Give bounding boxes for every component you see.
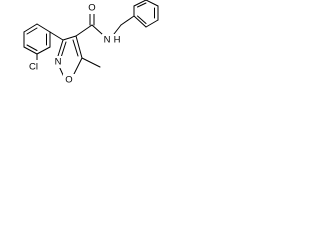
chemical-structure-diagram: Cl O N H N O	[23, 0, 159, 86]
bond-isoxazole-n2-c3	[57, 39, 64, 57]
bond-chlorophenyl-4	[36, 46, 51, 55]
bond-nitrogen-ch2	[113, 24, 122, 35]
chlorine-label: Cl	[29, 62, 38, 73]
amide-oxygen-label: O	[88, 3, 95, 14]
atom-label-layer: Cl O N H N O	[24, 2, 122, 86]
bond-layer	[23, 0, 159, 78]
amide-nitrogen-label: N	[104, 35, 111, 46]
bond-phenyl-6	[133, 15, 147, 28]
amide-nitrogen-label-background	[102, 34, 112, 46]
ring-oxygen-label-background	[63, 74, 75, 86]
bond-isoxazole-c4-c5-inner	[72, 39, 79, 57]
bond-chlorophenyl-inner-1	[26, 27, 38, 35]
bond-phenyl-2	[133, 0, 147, 7]
bond-chlorophenyl-2	[36, 23, 51, 33]
bond-isoxazole-c3-c4	[62, 35, 77, 41]
bond-c4-carbonyl	[75, 24, 93, 37]
bond-phenyl-inner-1	[137, 2, 147, 8]
ring-oxygen-label: O	[65, 75, 72, 86]
ring-nitrogen-label: N	[55, 57, 62, 68]
bond-chlorophenyl-inner-3	[26, 44, 38, 51]
bond-aryl-isoxazole	[49, 31, 64, 41]
bond-methyl	[81, 57, 101, 68]
ring-nitrogen-label-background	[53, 56, 63, 68]
amide-hydrogen-label: H	[114, 35, 121, 46]
bond-phenyl-5	[145, 19, 159, 28]
bond-isoxazole-c5-o1	[73, 57, 83, 75]
amide-oxygen-label-background	[86, 2, 98, 14]
chlorine-label-background	[24, 60, 43, 72]
bond-phenyl-inner-3	[137, 15, 147, 24]
bond-carbonyl-nitrogen	[91, 24, 103, 35]
bond-chlorophenyl-5	[23, 46, 38, 55]
bond-phenyl-3	[145, 0, 159, 7]
bond-chlorophenyl-1	[23, 23, 38, 33]
bond-isoxazole-n2-c3-inner	[61, 41, 67, 57]
bond-ch2-ch2	[120, 15, 135, 26]
amide-hydrogen-label-background	[112, 34, 122, 46]
bond-isoxazole-c4-c5	[75, 35, 83, 59]
